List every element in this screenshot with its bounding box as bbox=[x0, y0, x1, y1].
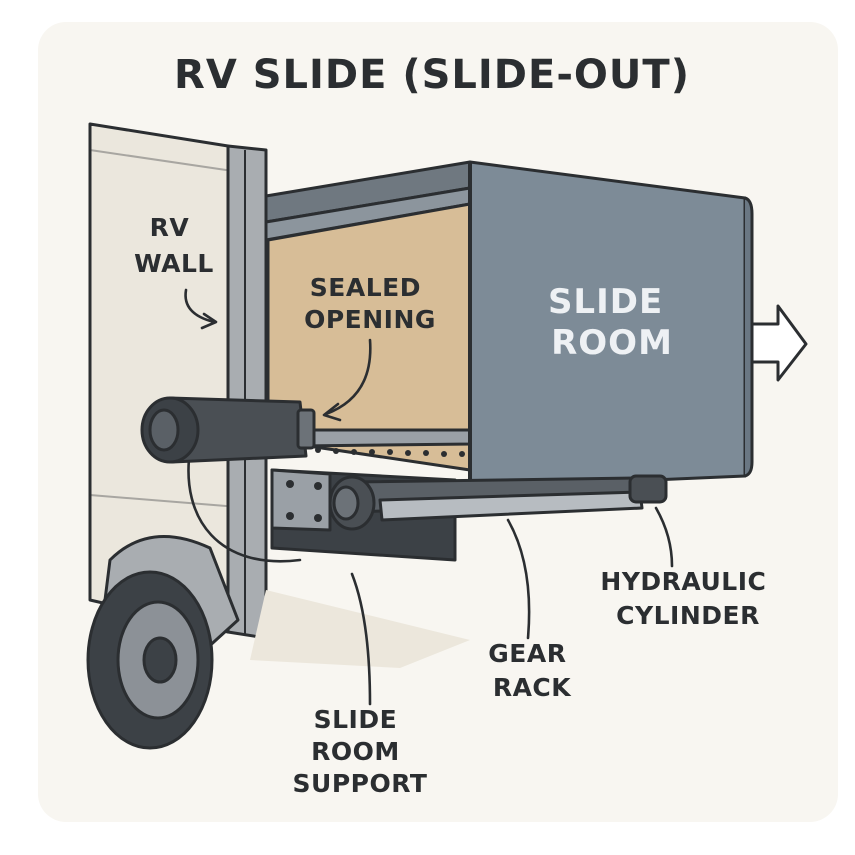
label-slide-room: SLIDE ROOM bbox=[548, 282, 676, 363]
arrowhead-sealed-opening bbox=[322, 402, 342, 422]
arrow-right-icon bbox=[750, 304, 808, 382]
motor-icon bbox=[140, 396, 316, 563]
slide-room bbox=[468, 160, 754, 490]
label-rv-wall: RV WALL bbox=[134, 213, 214, 278]
leader-hydraulic-cylinder bbox=[654, 506, 674, 568]
label-gear-rack: GEAR RACK bbox=[488, 639, 575, 702]
leader-slide-room-support bbox=[350, 572, 372, 706]
label-sealed-opening: SEALED OPENING bbox=[304, 273, 436, 334]
label-slide-room-support: SLIDE ROOM SUPPORT bbox=[293, 705, 428, 798]
leader-sealed-opening bbox=[324, 338, 372, 416]
floor-shadow bbox=[250, 590, 470, 668]
wheel-icon bbox=[86, 535, 240, 750]
label-hydraulic-cylinder: HYDRAULIC CYLINDER bbox=[600, 567, 775, 630]
arrowhead-rv-wall bbox=[200, 312, 218, 330]
hydraulic-cylinder bbox=[328, 474, 668, 531]
leader-rv-wall bbox=[184, 288, 216, 324]
leader-gear-rack bbox=[506, 518, 531, 640]
page-title: RV SLIDE (SLIDE-OUT) bbox=[174, 52, 690, 98]
